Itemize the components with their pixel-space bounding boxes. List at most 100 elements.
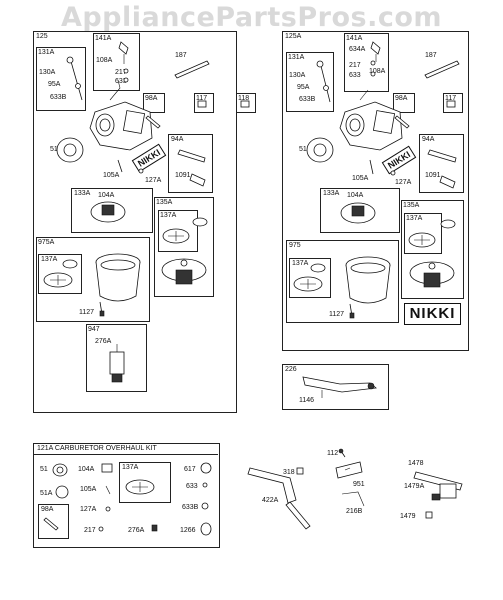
kit-subbox-98A	[38, 504, 69, 539]
left-float-104A	[90, 201, 126, 223]
subbox-94A	[168, 134, 213, 193]
kit-part-633: 633	[186, 483, 198, 490]
link-1479	[425, 511, 433, 519]
kit-subbox-label-137A: 137A	[122, 464, 139, 471]
subbox-label-117: 117	[196, 95, 208, 102]
kit-part-617: 617	[184, 466, 196, 473]
subbox-label-98A: 98A	[145, 95, 158, 102]
kit-part-633B: 633B	[182, 504, 199, 511]
right-94A	[427, 149, 457, 189]
kit-subbox-label-98A: 98A	[41, 506, 54, 513]
link-rod-422A	[247, 467, 311, 530]
right-1127	[349, 303, 355, 319]
link-part-951: 951	[353, 481, 365, 488]
r-part-95A: 95A	[297, 84, 310, 91]
subbox-98A	[143, 93, 165, 113]
part-187: 187	[175, 52, 187, 59]
left-screw-98A	[145, 115, 161, 129]
link-part-422A: 422A	[262, 497, 279, 504]
nikki-label-large: NIKKI	[404, 303, 461, 325]
kit-276A	[151, 524, 158, 532]
r-subbox-98A	[393, 93, 415, 113]
left-carburetor-body	[89, 79, 153, 151]
watermark: AppliancePartsPros.com	[60, 2, 443, 33]
left-137A-left-disc	[43, 259, 78, 288]
r-part-633: 633	[349, 72, 361, 79]
kit-127A	[105, 506, 111, 512]
panel-label-125: 125	[36, 33, 48, 40]
right-gasket-51	[306, 137, 334, 163]
kit-105A	[105, 485, 111, 495]
left-solenoid-947	[109, 344, 125, 383]
part-276A: 276A	[95, 338, 112, 345]
part-633: 633	[115, 78, 127, 85]
r-subbox-label-117: 117	[445, 95, 457, 102]
right-105A	[369, 159, 396, 176]
kit-part-51: 51	[40, 466, 48, 473]
subbox-label-133A: 133A	[74, 190, 91, 197]
panel-label-226: 226	[285, 366, 297, 373]
link-part-318: 318	[283, 469, 295, 476]
link-part-1479A: 1479A	[404, 483, 425, 490]
part-1127: 1127	[79, 309, 95, 316]
r-part-130A: 130A	[289, 72, 306, 79]
kit-104A	[101, 463, 113, 473]
r-subbox-label-135A: 135A	[403, 202, 420, 209]
kit-title-divider	[33, 454, 218, 455]
right-bowl-975	[345, 256, 391, 304]
left-137A-right-disc	[162, 217, 208, 244]
kit-part-105A: 105A	[80, 486, 97, 493]
kit-633-oring	[202, 482, 208, 488]
r-subbox-label-131A: 131A	[288, 54, 305, 61]
r-part-634A: 634A	[349, 46, 366, 53]
subbox-label-947: 947	[88, 326, 100, 333]
link-216B	[341, 491, 365, 507]
overhaul-kit-title: 121A CARBURETOR OVERHAUL KIT	[37, 445, 157, 452]
link-112	[338, 448, 346, 458]
left-needle-141A	[118, 41, 129, 83]
part-95A: 95A	[48, 81, 61, 88]
kit-part-217: 217	[84, 527, 96, 534]
r-subbox-label-98A: 98A	[395, 95, 408, 102]
kit-1266	[200, 522, 212, 536]
subbox-141A	[93, 33, 140, 91]
left-105A	[117, 159, 144, 174]
kit-part-51A: 51A	[40, 490, 53, 497]
subbox-label-135A: 135A	[156, 199, 173, 206]
part-127A: 127A	[145, 177, 162, 184]
right-137A-right-disc	[408, 219, 456, 248]
r-part-1091: 1091	[425, 172, 441, 179]
right-diaphragm-135A	[409, 261, 455, 288]
subbox-label-137A-right: 137A	[160, 212, 177, 219]
subbox-label-131A: 131A	[38, 49, 55, 56]
r-part-104A: 104A	[347, 192, 364, 199]
part-108A: 108A	[96, 57, 113, 64]
subbox-label-141A: 141A	[95, 35, 112, 42]
kit-part-104A: 104A	[78, 466, 95, 473]
kit-51A	[55, 485, 69, 499]
r-part-108A: 108A	[369, 68, 386, 75]
link-318	[296, 467, 304, 475]
r-part-51: 51	[299, 146, 307, 153]
link-1478	[413, 471, 463, 499]
part-1091: 1091	[175, 172, 191, 179]
r-subbox-141A	[344, 33, 389, 92]
link-part-1478: 1478	[408, 460, 424, 467]
part-118-art	[240, 100, 250, 108]
right-carburetor-body	[339, 89, 403, 151]
left-1127	[99, 301, 105, 317]
kit-137A-disc	[125, 479, 155, 495]
part-130A: 130A	[39, 69, 56, 76]
panel-label-125A: 125A	[285, 33, 302, 40]
r-subbox-label-133A: 133A	[323, 190, 340, 197]
subbox-131A	[36, 47, 86, 111]
kit-gasket-51	[52, 463, 68, 477]
r-subbox-label-137A-right: 137A	[406, 215, 423, 222]
subbox-label-118: 118	[238, 95, 250, 102]
part-51: 51	[50, 146, 58, 153]
left-117	[197, 100, 207, 108]
kit-617-oring	[200, 462, 212, 474]
kit-633B-oring	[201, 502, 209, 510]
